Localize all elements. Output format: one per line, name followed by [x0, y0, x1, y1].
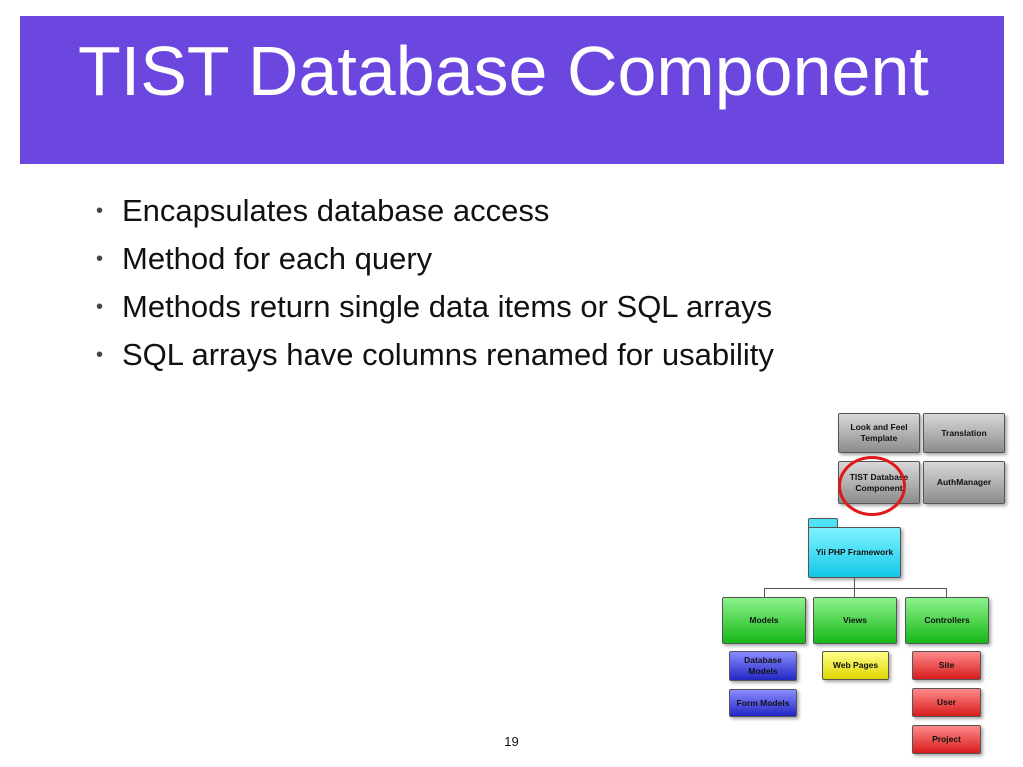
- page-number: 19: [504, 734, 519, 749]
- bullet-text: Encapsulates database access: [122, 193, 550, 228]
- bullet-item: • Method for each query: [96, 235, 774, 283]
- bullet-dot-icon: •: [96, 200, 104, 222]
- user-box: User: [912, 688, 981, 717]
- bullet-list: • Encapsulates database access • Method fo…: [96, 187, 774, 379]
- connector-line: [854, 588, 855, 598]
- web-pages-box: Web Pages: [822, 651, 889, 680]
- bullet-item: • SQL arrays have columns renamed for usa…: [96, 331, 774, 379]
- project-box: Project: [912, 725, 981, 754]
- framework-folder-tab: [808, 518, 838, 529]
- bullet-dot-icon: •: [96, 248, 104, 270]
- bullet-item: • Methods return single data items or SQL…: [96, 283, 774, 331]
- yii-framework-box: Yii PHP Framework: [808, 527, 901, 578]
- slide-title: TIST Database Component: [78, 32, 929, 110]
- title-bar: TIST Database Component: [20, 16, 1004, 164]
- bullet-text: Methods return single data items or SQL …: [122, 289, 773, 324]
- models-box: Models: [722, 597, 806, 644]
- views-box: Views: [813, 597, 897, 644]
- connector-line: [764, 588, 765, 598]
- bullet-text: Method for each query: [122, 241, 433, 276]
- translation-box: Translation: [923, 413, 1005, 453]
- controllers-box: Controllers: [905, 597, 989, 644]
- bullet-item: • Encapsulates database access: [96, 187, 774, 235]
- bullet-dot-icon: •: [96, 344, 104, 366]
- bullet-text: SQL arrays have columns renamed for usab…: [122, 337, 774, 372]
- form-models-box: Form Models: [729, 689, 797, 717]
- connector-line: [764, 588, 946, 589]
- highlight-circle: [838, 456, 906, 516]
- connector-line: [946, 588, 947, 598]
- database-models-box: Database Models: [729, 651, 797, 681]
- bullet-dot-icon: •: [96, 296, 104, 318]
- site-box: Site: [912, 651, 981, 680]
- look-and-feel-box: Look and Feel Template: [838, 413, 920, 453]
- authmanager-box: AuthManager: [923, 461, 1005, 504]
- connector-line: [854, 578, 855, 589]
